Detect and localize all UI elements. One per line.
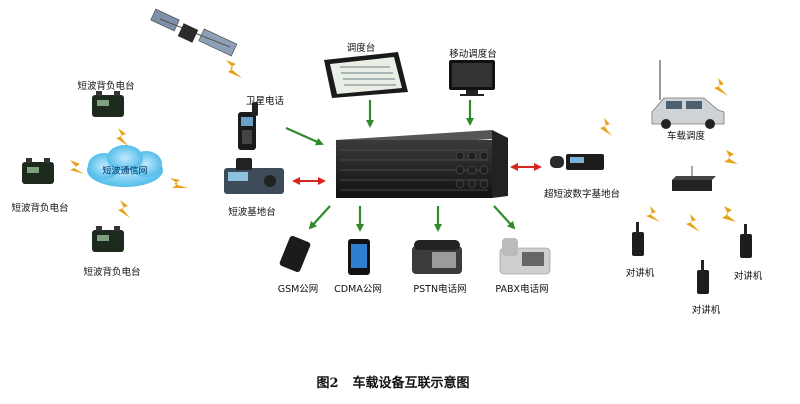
router-icon bbox=[672, 166, 716, 191]
satellite-icon bbox=[150, 8, 238, 57]
hf-manpack-bottom-label: 短波背负电台 bbox=[83, 267, 141, 278]
uhf-digital-base-label: 超短波数字基地台 bbox=[543, 189, 621, 200]
gsm-phone-icon bbox=[279, 235, 311, 273]
pabx-phone-icon bbox=[499, 238, 551, 275]
cdma-phone-icon bbox=[348, 239, 370, 275]
lightning-icons bbox=[70, 60, 738, 232]
pstn-phone-icon bbox=[412, 240, 462, 274]
monitor-icon bbox=[449, 60, 495, 96]
mobile-dispatch-console-label: 移动调度台 bbox=[449, 49, 497, 60]
walkie-talkie-icon bbox=[632, 222, 644, 256]
radio-icon bbox=[92, 226, 124, 252]
walkie-right-label: 对讲机 bbox=[733, 271, 763, 282]
green-arrows bbox=[285, 100, 516, 232]
walkie-bottom-label: 对讲机 bbox=[691, 305, 721, 316]
cdma-label: CDMA公网 bbox=[334, 284, 382, 295]
walkie-left-label: 对讲机 bbox=[625, 268, 655, 279]
walkie-talkie-icon bbox=[740, 224, 752, 258]
vehicle-dispatch-label: 车载调度 bbox=[666, 131, 706, 142]
pstn-label: PSTN电话网 bbox=[413, 284, 467, 295]
figure-title: 车载设备互联示意图 bbox=[352, 376, 470, 391]
radio-icon bbox=[92, 91, 124, 117]
uhf-base-station-icon bbox=[550, 154, 604, 170]
walkie-talkie-icon bbox=[697, 260, 709, 294]
hf-network-cloud bbox=[87, 145, 163, 187]
central-switch-rack bbox=[336, 130, 508, 198]
gsm-label: GSM公网 bbox=[277, 284, 319, 295]
hf-manpack-left-label: 短波背负电台 bbox=[11, 203, 69, 214]
car-icon bbox=[651, 60, 725, 129]
red-arrows bbox=[292, 163, 542, 185]
dispatch-console-icon bbox=[324, 52, 408, 98]
radio-icon bbox=[22, 158, 54, 184]
figure-caption: 图2 车载设备互联示意图 bbox=[316, 372, 483, 391]
hf-base-station-label: 短波基地台 bbox=[228, 207, 276, 218]
figure-number: 图2 bbox=[316, 376, 339, 391]
hf-base-station-icon bbox=[224, 158, 284, 194]
dispatch-console-label: 调度台 bbox=[346, 43, 376, 54]
pabx-label: PABX电话网 bbox=[495, 284, 549, 295]
satellite-phone-label: 卫星电话 bbox=[245, 96, 285, 107]
hf-network-label: 短波通信网 bbox=[102, 166, 148, 177]
hf-manpack-top-label: 短波背负电台 bbox=[77, 81, 135, 92]
satellite-phone-icon bbox=[238, 102, 258, 150]
